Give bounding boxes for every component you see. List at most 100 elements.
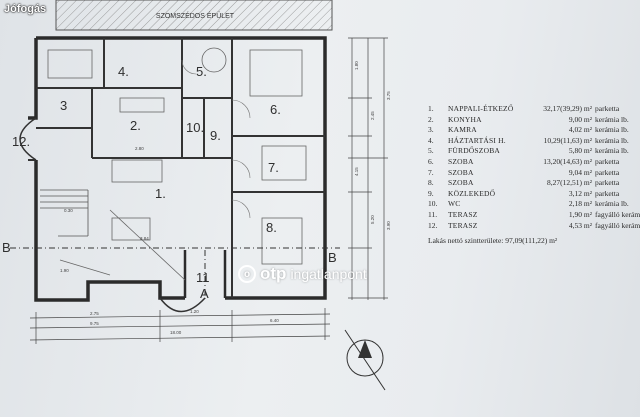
legend-name: KÖZLEKEDŐ xyxy=(448,188,496,198)
dim-v-4: 4.15 xyxy=(354,167,359,176)
dim-v-1: 1.80 xyxy=(354,61,359,70)
section-mark-a: A xyxy=(200,286,209,301)
legend-area: 3,12 m² xyxy=(568,188,592,198)
section-mark-b-right: B xyxy=(328,250,337,265)
legend-area: 10,29(11,63) m² xyxy=(543,135,592,145)
legend-name: FÜRDŐSZOBA xyxy=(448,146,501,156)
legend-area: 2,18 m² xyxy=(568,199,592,209)
brand-logo: o otp ingatlanpont xyxy=(238,264,367,284)
dim-h-4: 9.75 xyxy=(90,321,99,326)
legend-name: KONYHA xyxy=(448,114,482,124)
legend-area: 4,02 m² xyxy=(568,125,592,135)
legend-no: 2. xyxy=(428,114,434,124)
legend-name: NAPPALI-ÉTKEZŐ xyxy=(448,104,514,113)
room-number-8: 8. xyxy=(266,220,277,235)
legend-no: 12. xyxy=(428,220,438,230)
section-mark-b-left: B xyxy=(2,240,11,255)
horizontal-dimension-chains xyxy=(29,308,331,344)
room-number-5: 5. xyxy=(196,64,207,79)
interior-walls xyxy=(28,38,325,298)
room-number-10: 10. xyxy=(186,120,204,135)
legend-name: TERASZ xyxy=(448,220,478,230)
dim-v-2: 2.45 xyxy=(370,111,375,120)
legend-no: 5. xyxy=(428,146,434,156)
legend-no: 1. xyxy=(428,104,434,113)
dim-h-3: 18.00 xyxy=(170,330,182,335)
legend-area: 4,53 m² xyxy=(568,220,592,230)
legend-floor: kerámia lb. xyxy=(595,114,629,124)
room-number-12: 12. xyxy=(12,134,30,149)
legend-area: 1,90 m² xyxy=(568,209,592,219)
legend-floor: parketta xyxy=(595,167,620,177)
legend-floor: parketta xyxy=(595,178,620,188)
room-number-3: 3 xyxy=(60,98,67,113)
brand-name: otp xyxy=(260,264,287,283)
dim-small-1: 0.30 xyxy=(64,208,73,213)
legend-area: 5,80 m² xyxy=(568,146,592,156)
room-number-2: 2. xyxy=(130,118,141,133)
legend-name: HÁZTARTÁSI H. xyxy=(448,135,506,145)
room-number-6: 6. xyxy=(270,102,281,117)
legend-no: 6. xyxy=(428,156,434,166)
legend-name: KAMRA xyxy=(448,125,477,135)
legend-area: 9,00 m² xyxy=(568,114,592,124)
dim-v-5: 5.20 xyxy=(370,215,375,224)
door-swings xyxy=(181,59,251,219)
brand-mark-icon: o xyxy=(238,265,256,283)
vertical-dimension-chains xyxy=(348,37,388,300)
dim-v-6: 3.90 xyxy=(386,221,391,230)
dim-h-2: 1.20 xyxy=(190,309,199,314)
legend-floor: parketta xyxy=(595,156,620,166)
north-arrow xyxy=(344,329,386,391)
legend-name: WC xyxy=(448,199,461,209)
legend-name: SZOBA xyxy=(448,156,474,166)
legend-area: 13,20(14,63) m² xyxy=(543,156,592,166)
room-number-11: 11 xyxy=(196,270,210,285)
legend-floor: kerámia lb. xyxy=(595,199,629,209)
dim-h-1: 2.75 xyxy=(90,311,99,316)
legend-no: 8. xyxy=(428,178,434,188)
furniture xyxy=(47,47,307,281)
dim-small-3: 1.90 xyxy=(60,268,69,273)
watermark: Jófogás xyxy=(4,3,47,15)
room-number-4: 4. xyxy=(118,64,129,79)
legend-no: 4. xyxy=(428,135,434,145)
brand-suffix: ingatlanpont xyxy=(290,266,367,282)
legend-floor: fagyálló kerámia xyxy=(595,220,640,230)
legend-floor: fagyálló kerámia xyxy=(595,209,640,219)
room-number-7: 7. xyxy=(268,160,279,175)
legend-floor: parketta xyxy=(595,104,620,113)
legend-no: 10. xyxy=(428,199,438,209)
legend-area: 9,04 m² xyxy=(568,167,592,177)
dim-small-4: 3.84 xyxy=(140,236,149,241)
outer-walls xyxy=(28,36,327,302)
terrace-11-bay xyxy=(159,297,206,313)
legend-area: 8,27(12,51) m² xyxy=(547,178,592,188)
legend-area: 32,17(39,29) m² xyxy=(543,104,592,113)
legend-floor: kerámia lb. xyxy=(595,146,629,156)
legend-floor: kerámia lb. xyxy=(595,135,629,145)
room-number-9: 9. xyxy=(210,128,221,143)
dim-v-3: 3.75 xyxy=(386,91,391,100)
staircase xyxy=(40,189,89,237)
legend-floor: parketta xyxy=(595,188,620,198)
legend-no: 3. xyxy=(428,125,434,135)
dim-small-2: 2.80 xyxy=(135,146,144,151)
neighbor-label: SZOMSZÉDOS ÉPÜLET xyxy=(156,11,235,20)
terrace-12-bay xyxy=(19,117,37,161)
room-number-1: 1. xyxy=(155,186,166,201)
legend-name: SZOBA xyxy=(448,178,474,188)
legend-no: 7. xyxy=(428,167,434,177)
